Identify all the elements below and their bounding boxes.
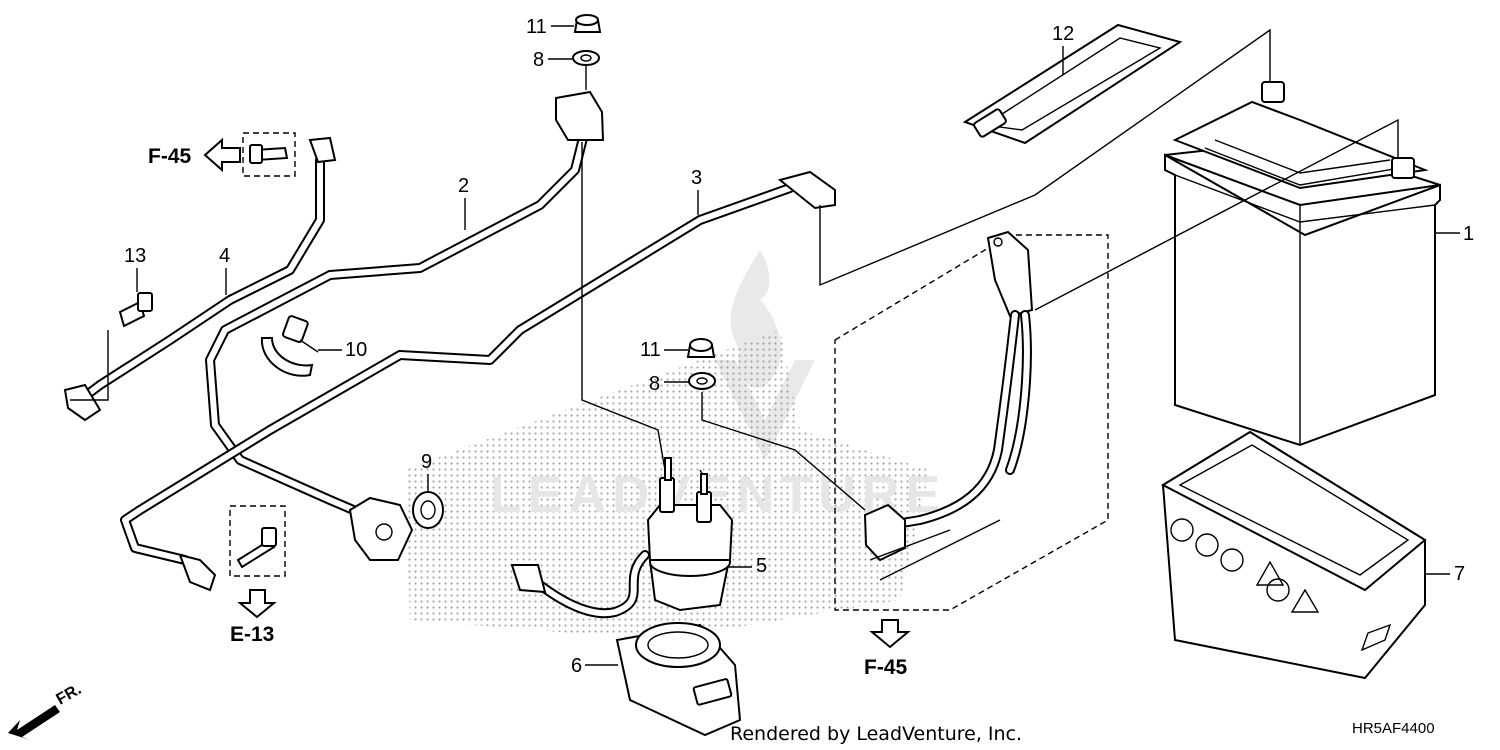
callout-7: 7	[1454, 563, 1465, 585]
washer-middle[interactable]	[688, 372, 716, 390]
callout-11-upper: 11	[526, 16, 547, 38]
washer-upper[interactable]	[572, 50, 600, 66]
solenoid-cover[interactable]	[615, 622, 742, 737]
callout-9: 9	[421, 451, 432, 473]
callout-3: 3	[691, 167, 702, 189]
positive-cable[interactable]	[205, 90, 605, 561]
grommet[interactable]	[412, 491, 444, 529]
callout-13: 13	[124, 245, 146, 267]
callout-8-upper: 8	[533, 49, 544, 71]
callout-2: 2	[458, 175, 469, 197]
bolt-13[interactable]	[70, 292, 153, 401]
battery-case[interactable]	[1160, 430, 1427, 680]
front-direction-label: FR.	[54, 681, 85, 709]
callout-8-middle: 8	[649, 373, 660, 395]
watermark-logo	[715, 250, 815, 460]
front-direction-indicator: FR.	[8, 681, 84, 740]
negative-cable[interactable]	[120, 170, 836, 592]
bolt-upper[interactable]	[242, 132, 296, 177]
callout-4: 4	[219, 245, 230, 267]
callout-6: 6	[571, 655, 582, 677]
ref-f45-bottom[interactable]: F-45	[864, 656, 908, 679]
callout-5: 5	[756, 555, 767, 577]
callout-11-middle: 11	[640, 339, 661, 361]
cable-tie[interactable]	[260, 315, 319, 377]
credit-text: Rendered by LeadVenture, Inc.	[730, 723, 1022, 745]
arrow-f45-top	[203, 137, 241, 173]
positive-terminal-assembly[interactable]	[834, 230, 1109, 611]
nut-upper[interactable]	[573, 14, 602, 33]
battery[interactable]	[1164, 81, 1441, 447]
ground-cable[interactable]	[63, 136, 337, 422]
callout-10: 10	[345, 339, 367, 361]
battery-strap[interactable]	[962, 23, 1183, 145]
bolt-lower[interactable]	[229, 505, 286, 577]
ref-e13[interactable]: E-13	[230, 623, 274, 646]
ref-f45-top[interactable]: F-45	[148, 145, 192, 168]
callout-1: 1	[1463, 223, 1474, 245]
diagram-code: HR5AF4400	[1352, 720, 1435, 737]
starter-solenoid[interactable]	[510, 457, 734, 619]
arrow-f45-bottom	[869, 619, 911, 649]
nut-middle[interactable]	[686, 338, 716, 358]
arrow-e13	[237, 589, 277, 619]
callout-12: 12	[1052, 23, 1074, 45]
